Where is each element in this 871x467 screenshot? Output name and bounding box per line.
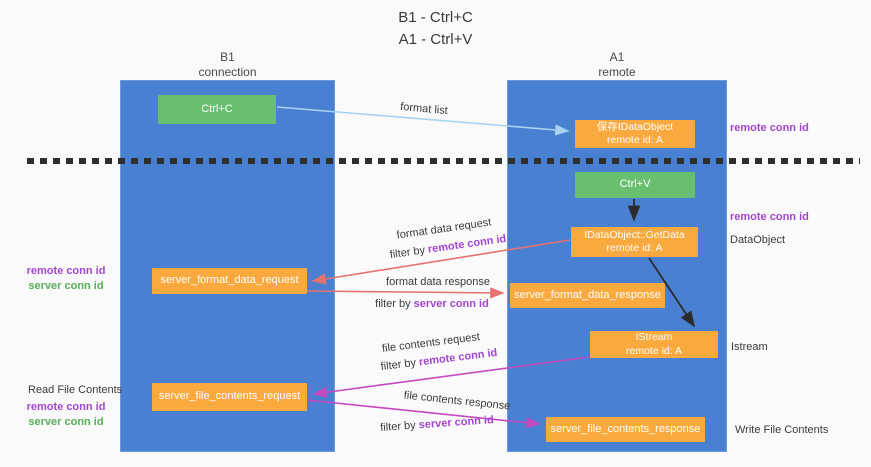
keep-idataobject-box: 保存IDataObject remote id: A (575, 120, 695, 148)
lane-a1-name: A1 (609, 50, 625, 64)
ctrl-c-label: Ctrl+C (201, 102, 233, 115)
arrow-format-data-response (306, 287, 505, 299)
lane-b1-role: connection (198, 65, 257, 79)
server-conn-id-left-label-1: server conn id (28, 279, 104, 292)
file-contents-response-label: file contents response (403, 389, 511, 413)
lane-a1-role: remote (598, 65, 636, 79)
remote-conn-id-left-label-1: remote conn id (26, 265, 106, 277)
server-conn-id-text: server conn id (418, 414, 495, 432)
filter-by-text: filter by (379, 419, 417, 434)
getdata-line1: IDataObject::GetData (584, 228, 685, 241)
format-request-label: server_format_data_request (160, 274, 299, 287)
write-file-contents-label: Write File Contents (735, 424, 829, 436)
file-response-label: server_file_contents_response (550, 422, 701, 435)
lane-header-a1: A1 remote (507, 50, 727, 80)
format-response-label: server_format_data_response (514, 288, 661, 301)
idataobject-getdata-box: IDataObject::GetData remote id: A (571, 227, 698, 257)
keep-idataobject-line2: remote id: A (606, 134, 664, 146)
format-data-response-label: format data response (386, 276, 490, 288)
remote-conn-id-left-label-2: remote conn id (26, 401, 106, 413)
file-request-label: server_file_contents_request (158, 390, 301, 403)
filter-by-text: filter by (380, 356, 417, 374)
dataobject-side-label: DataObject (730, 234, 786, 246)
filter-by-text: filter by (375, 298, 411, 310)
ctrl-v-box: Ctrl+V (575, 172, 695, 198)
server-file-contents-response-box: server_file_contents_response (546, 417, 705, 442)
machine-boundary-divider (27, 158, 860, 164)
remote-conn-id-side-label-top: remote conn id (730, 122, 809, 134)
keep-idataobject-line1: 保存IDataObject (596, 120, 674, 133)
server-format-data-response-box: server_format_data_response (510, 283, 665, 308)
server-format-data-request-box: server_format_data_request (152, 268, 307, 294)
istream-box: IStream remote id: A (590, 331, 718, 358)
remote-conn-id-text: remote conn id (418, 346, 498, 369)
lane-b1-name: B1 (220, 50, 235, 64)
server-file-contents-request-box: server_file_contents_request (152, 383, 307, 411)
istream-line2: remote id: A (625, 344, 683, 357)
server-conn-id-left-label-2: server conn id (28, 415, 104, 428)
left-conn-id-stack-bottom: remote conn id server conn id (18, 400, 114, 430)
getdata-line2: remote id: A (606, 242, 663, 254)
title-line-1: B1 - Ctrl+C (398, 9, 473, 26)
remote-conn-id-text: remote conn id (427, 232, 507, 256)
lane-header-b1: B1 connection (120, 50, 335, 80)
istream-line1: IStream (635, 331, 673, 344)
ctrl-c-box: Ctrl+C (158, 95, 276, 124)
ctrl-v-label: Ctrl+V (619, 178, 651, 191)
filter-by-text: filter by (389, 244, 426, 262)
title-line-2: A1 - Ctrl+V (398, 30, 473, 48)
istream-side-label: Istream (731, 341, 768, 353)
server-conn-id-text: server conn id (413, 298, 489, 310)
left-conn-id-stack-top: remote conn id server conn id (18, 264, 114, 294)
format-list-label: format list (399, 100, 449, 118)
remote-conn-id-side-label-mid: remote conn id (730, 211, 809, 223)
read-file-contents-label: Read File Contents (28, 384, 123, 396)
diagram-title: B1 - Ctrl+C A1 - Ctrl+V (0, 7, 871, 51)
